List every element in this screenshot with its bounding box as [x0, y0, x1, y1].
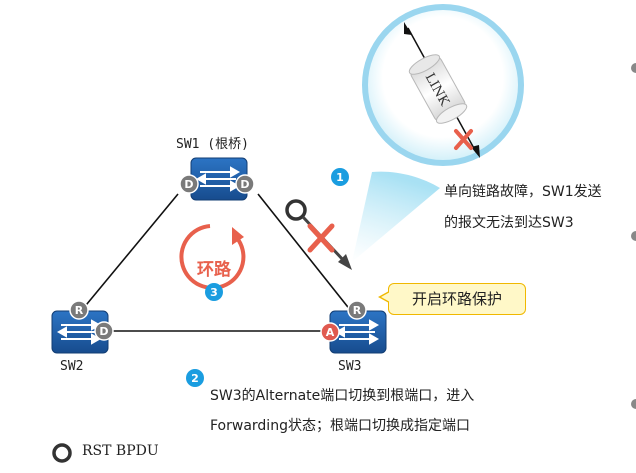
- link-fault-cross: [454, 129, 473, 150]
- loop-protection-callout: 开启环路保护: [378, 283, 526, 315]
- switch-arrows-icon: [195, 166, 241, 192]
- link-sw1-sw3: [257, 193, 356, 317]
- step-2-line-1: SW3的Alternate端口切换到根端口，进入: [210, 388, 475, 404]
- step-1-line-2: 的报文无法到达SW3: [444, 215, 574, 231]
- sw3-label: SW3: [338, 359, 362, 374]
- port-sw3-left: A: [326, 326, 335, 339]
- step-1-number: 1: [336, 171, 344, 184]
- step-badges: 1 2 3: [186, 168, 349, 387]
- port-sw1-left: D: [184, 178, 193, 191]
- port-sw3-top: R: [353, 304, 362, 317]
- bpdu-arrow: [285, 199, 352, 270]
- switch-sw1: [190, 157, 248, 201]
- edge-dot: [631, 231, 636, 241]
- step-1-line-1: 单向链路故障，SW1发送: [444, 184, 602, 200]
- switch-arrows-icon: [56, 319, 102, 345]
- sw1-label: SW1 (根桥): [176, 137, 249, 152]
- bpdu-legend-icon: [52, 443, 72, 463]
- step-3-number: 3: [210, 286, 218, 299]
- magnifier-lens: LINK: [362, 4, 524, 166]
- port-badges: D D R D R A: [69, 174, 367, 342]
- legend-label: RST BPDU: [82, 443, 159, 459]
- magnifier-beam: [352, 171, 440, 262]
- edge-dot: [631, 63, 636, 73]
- port-sw2-top: R: [75, 304, 84, 317]
- links: [76, 193, 356, 332]
- edge-dot: [631, 399, 636, 409]
- switch-arrows-icon: [334, 319, 380, 345]
- sw2-label: SW2: [60, 359, 84, 374]
- port-sw2-right: D: [99, 325, 108, 338]
- loop-indicator: 环路: [179, 224, 246, 290]
- link-sw1-sw2: [76, 193, 179, 317]
- step-2-number: 2: [191, 372, 199, 385]
- step-2-line-2: Forwarding状态；根端口切换成指定端口: [210, 418, 470, 434]
- port-sw1-right: D: [240, 178, 249, 191]
- bpdu-fault-cross: [307, 223, 335, 253]
- link-cylinder: LINK: [408, 54, 468, 124]
- loop-label: 环路: [197, 259, 232, 280]
